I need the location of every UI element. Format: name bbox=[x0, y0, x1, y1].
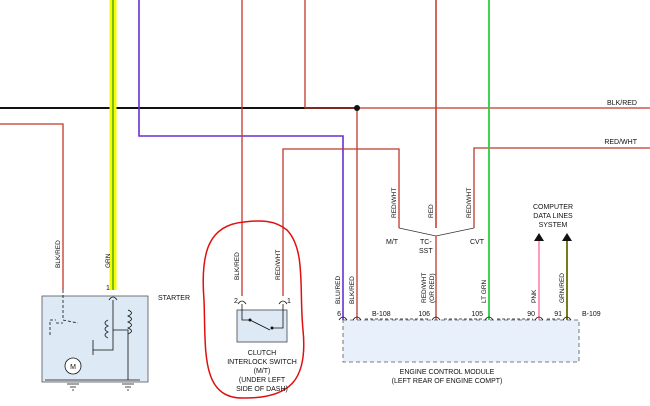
ground-icon bbox=[122, 383, 134, 391]
connector-icon bbox=[237, 300, 288, 305]
ecm-pin-90: 90 bbox=[527, 311, 535, 318]
computer-label-1: COMPUTER bbox=[533, 204, 573, 211]
label-red-tc: RED bbox=[428, 204, 435, 218]
starter-label: STARTER bbox=[158, 295, 190, 302]
starter-pin-1: 1 bbox=[106, 285, 110, 292]
label-red-wht-mt: RED/WHT bbox=[391, 188, 398, 218]
clutch-label-5: SIDE OF DASH) bbox=[236, 386, 288, 393]
switch-contact-icon bbox=[241, 304, 284, 331]
label-or-red-106: (OR RED) bbox=[429, 273, 436, 303]
ecm-pin-6: 6 bbox=[337, 311, 341, 318]
label-tc: TC- bbox=[420, 239, 432, 246]
starter-box bbox=[41, 295, 149, 383]
computer-label-3: SYSTEM bbox=[539, 222, 568, 229]
clutch-label-1: CLUTCH bbox=[248, 350, 276, 357]
splice-dot bbox=[354, 105, 360, 111]
label-red-wht-switch: RED/WHT bbox=[275, 250, 282, 280]
clutch-annotation-outline bbox=[202, 220, 305, 399]
label-blk-red-switch: BLK/RED bbox=[234, 252, 241, 280]
connector-icon bbox=[108, 296, 118, 301]
wire-red-wht-cvt bbox=[473, 147, 650, 228]
switch-contact-icon bbox=[270, 326, 274, 330]
wire-blu-red bbox=[138, 0, 344, 320]
computer-label-2: DATA LINES bbox=[533, 213, 573, 220]
wire-blk-red-top bbox=[304, 0, 650, 109]
switch-pin-2: 2 bbox=[234, 298, 238, 305]
ecm-pin-105: 105 bbox=[471, 311, 483, 318]
coil-icon bbox=[126, 309, 132, 335]
connector-row bbox=[338, 316, 572, 321]
label-lt-grn: LT GRN bbox=[481, 279, 488, 303]
wire-branch-join bbox=[398, 227, 475, 237]
motor-label: M bbox=[70, 364, 76, 371]
label-grn-red: GRN/RED bbox=[559, 273, 566, 303]
label-red-wht-106: RED/WHT bbox=[421, 273, 428, 303]
clutch-label-3: (M/T) bbox=[254, 368, 271, 375]
connector-b109: B-109 bbox=[582, 311, 601, 318]
label-pnk: PNK bbox=[531, 289, 538, 303]
coil-icon bbox=[104, 319, 109, 339]
label-cvt: CVT bbox=[470, 239, 485, 246]
clutch-label-4: (UNDER LEFT bbox=[239, 377, 286, 384]
label-blk-red-top: BLK/RED bbox=[607, 100, 637, 107]
ecm-box bbox=[342, 319, 580, 363]
starter-internal-solid bbox=[45, 300, 140, 381]
label-sst: SST bbox=[419, 248, 433, 255]
arrow-up-icon bbox=[562, 233, 572, 241]
ecm-label-1: ENGINE CONTROL MODULE bbox=[400, 369, 495, 376]
wire-blk-red-left bbox=[0, 123, 64, 290]
ground-icon bbox=[67, 383, 79, 391]
label-blu-red: BLU/RED bbox=[335, 276, 342, 304]
starter-internal bbox=[49, 290, 79, 335]
wire-red-wht-switch bbox=[282, 148, 400, 296]
label-blk-red-ecm: BLK/RED bbox=[349, 276, 356, 304]
ecm-pin-91: 91 bbox=[554, 311, 562, 318]
connector-b108: B-108 bbox=[372, 311, 391, 318]
ecm-pin-106: 106 bbox=[418, 311, 430, 318]
switch-contact-icon bbox=[248, 318, 252, 322]
label-red-wht-top: RED/WHT bbox=[604, 139, 637, 146]
label-grn: GRN bbox=[105, 253, 112, 268]
label-blk-red-left: BLK/RED bbox=[55, 240, 62, 268]
label-red-wht-cvt: RED/WHT bbox=[466, 188, 473, 218]
switch-pin-1: 1 bbox=[287, 298, 291, 305]
label-mt: M/T bbox=[386, 239, 399, 246]
ecm-label-2: (LEFT REAR OF ENGINE COMPT) bbox=[392, 378, 503, 385]
clutch-label-2: INTERLOCK SWITCH bbox=[227, 359, 297, 366]
motor-icon bbox=[64, 357, 82, 375]
arrow-up-icon bbox=[534, 233, 544, 241]
